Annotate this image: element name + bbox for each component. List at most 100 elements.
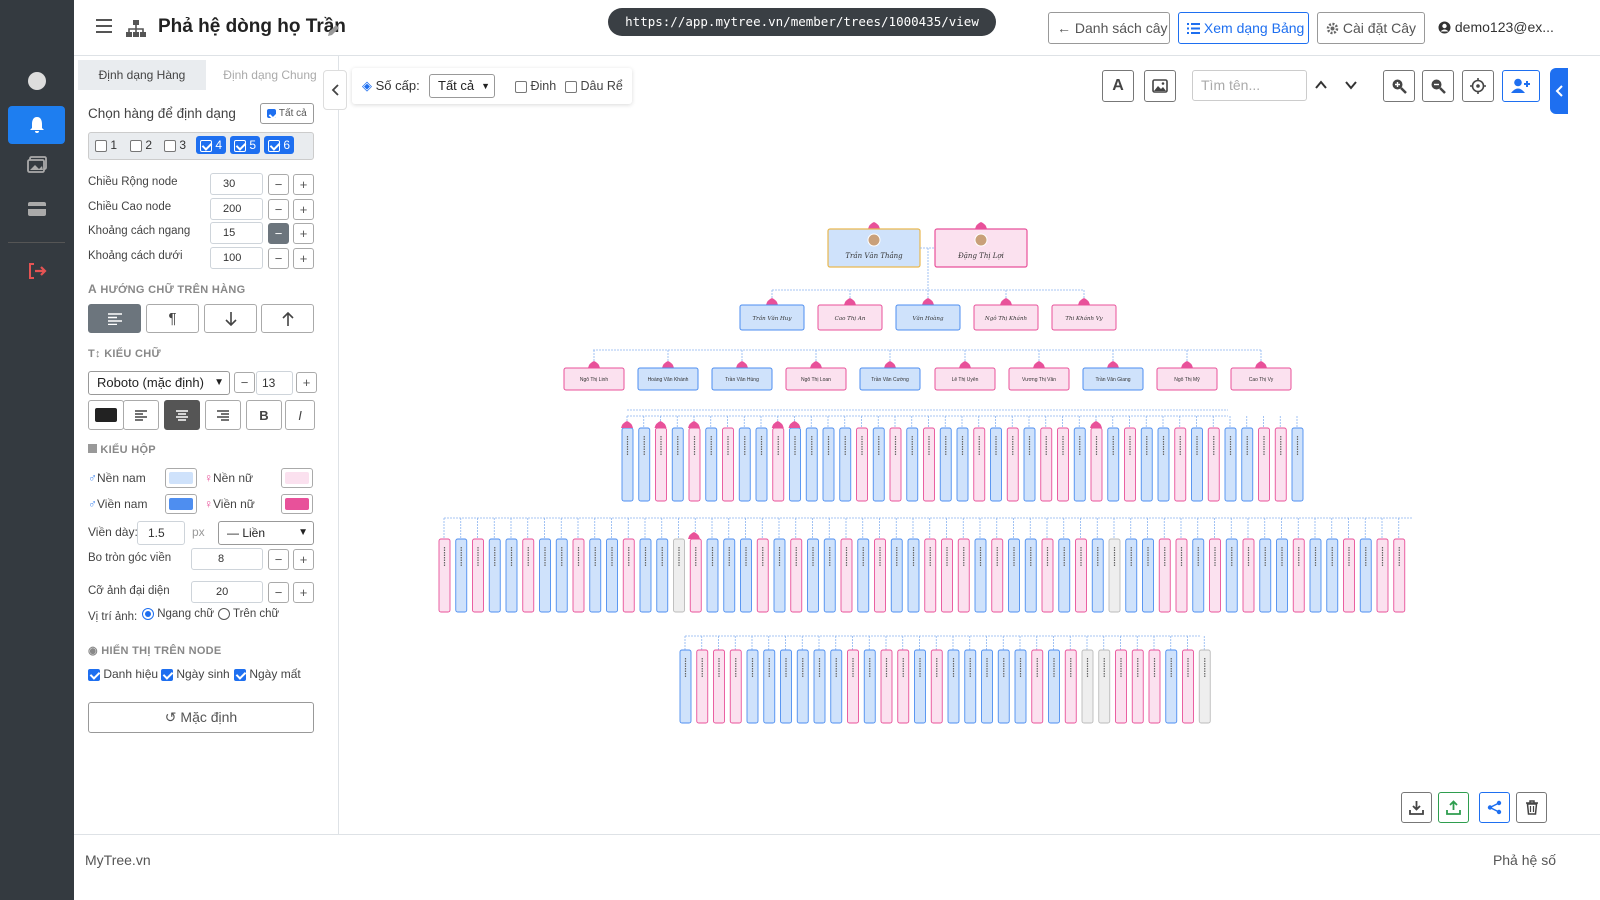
tree-node[interactable] xyxy=(1073,427,1086,502)
row-level-5-checkbox[interactable] xyxy=(234,139,246,152)
italic-button[interactable]: I xyxy=(285,400,315,430)
tree-node[interactable] xyxy=(923,427,935,502)
tree-node[interactable] xyxy=(1115,649,1127,724)
font-size-input[interactable]: 13 xyxy=(256,371,293,395)
tree-node[interactable] xyxy=(863,649,876,724)
tree-node[interactable] xyxy=(1393,538,1406,613)
tree-node[interactable] xyxy=(539,538,551,613)
sidebar-logout-icon[interactable] xyxy=(8,252,65,290)
row-level-6[interactable]: 6 xyxy=(264,136,295,154)
tree-node[interactable] xyxy=(1006,427,1019,502)
tree-node[interactable] xyxy=(656,538,669,613)
tree-node[interactable] xyxy=(830,649,843,724)
tree-node[interactable] xyxy=(1148,649,1161,724)
tree-node[interactable] xyxy=(957,538,970,613)
select-all-button[interactable]: Tất cả xyxy=(260,103,314,124)
tree-node[interactable] xyxy=(722,427,734,502)
node-width-increase[interactable]: + xyxy=(293,174,314,195)
avatar-size-decrease[interactable]: − xyxy=(268,582,289,603)
tree-node[interactable] xyxy=(956,427,969,502)
tree-node[interactable] xyxy=(472,538,484,613)
tree-node[interactable] xyxy=(847,649,859,724)
tree-node[interactable] xyxy=(455,538,468,613)
search-next-icon[interactable] xyxy=(1344,78,1358,92)
tree-node[interactable] xyxy=(907,538,920,613)
tree-node[interactable] xyxy=(755,427,768,502)
male-bg-swatch[interactable] xyxy=(165,468,197,488)
reset-default-button[interactable]: ↺ Mặc định xyxy=(88,702,314,733)
search-input[interactable]: Tìm tên... xyxy=(1192,70,1307,101)
tree-node[interactable] xyxy=(572,538,585,613)
tree-node[interactable] xyxy=(1081,649,1094,724)
tree-node[interactable] xyxy=(1023,427,1036,502)
bottom-gap-input[interactable]: 100 xyxy=(210,247,263,269)
show-title-checkbox[interactable] xyxy=(88,668,100,681)
tree-node[interactable] xyxy=(859,367,921,391)
bottom-gap-decrease[interactable]: − xyxy=(268,248,289,269)
tree-node[interactable] xyxy=(740,538,752,613)
tree-node[interactable] xyxy=(1259,538,1272,613)
tree-node[interactable] xyxy=(637,367,699,391)
font-family-select[interactable]: Roboto (mặc định)▼ xyxy=(88,371,230,395)
tree-node[interactable] xyxy=(1124,427,1136,502)
horizontal-gap-input[interactable]: 15 xyxy=(210,222,263,244)
tree-node[interactable] xyxy=(522,538,535,613)
tree-node[interactable] xyxy=(1058,538,1071,613)
download-button[interactable] xyxy=(1401,792,1432,823)
font-size-increase[interactable]: + xyxy=(296,372,317,393)
tree-node[interactable] xyxy=(705,427,718,502)
tree-node[interactable] xyxy=(1182,649,1194,724)
bottom-gap-increase[interactable]: + xyxy=(293,248,314,269)
inlaw-checkbox[interactable] xyxy=(565,80,577,93)
tree-node[interactable] xyxy=(805,427,818,502)
row-level-1-checkbox[interactable] xyxy=(95,139,107,152)
tree-node[interactable] xyxy=(1224,427,1237,502)
tree-node[interactable] xyxy=(639,538,652,613)
direction-down-button[interactable] xyxy=(204,304,257,333)
edit-pencil-icon[interactable] xyxy=(327,24,340,37)
tree-node[interactable] xyxy=(1064,649,1077,724)
tree-node[interactable] xyxy=(1207,427,1220,502)
tree-node[interactable] xyxy=(997,649,1010,724)
tree-node[interactable] xyxy=(991,538,1004,613)
node-height-decrease[interactable]: − xyxy=(268,199,289,220)
tree-node[interactable] xyxy=(1142,538,1154,613)
tree-settings-button[interactable]: Cài đặt Cây xyxy=(1317,12,1425,44)
tree-node[interactable] xyxy=(739,304,805,331)
photo-above-option[interactable]: Trên chữ xyxy=(218,608,279,620)
tree-node[interactable] xyxy=(1258,427,1270,502)
align-right-button[interactable] xyxy=(205,400,241,430)
tree-node[interactable] xyxy=(555,538,568,613)
tree-node[interactable] xyxy=(1048,649,1060,724)
show-death-checkbox[interactable] xyxy=(234,668,246,681)
inlaw-option[interactable]: Dâu Rể xyxy=(565,79,623,93)
show-birth-checkbox[interactable] xyxy=(161,668,173,681)
photo-above-radio[interactable] xyxy=(218,608,230,620)
tree-node[interactable] xyxy=(1108,538,1121,613)
show-title-option[interactable]: Danh hiệu xyxy=(88,667,158,681)
tree-node[interactable] xyxy=(924,538,937,613)
tree-node[interactable] xyxy=(438,538,451,613)
tree-node[interactable] xyxy=(1175,538,1188,613)
pin-checkbox[interactable] xyxy=(515,80,527,93)
direction-horizontal-button[interactable] xyxy=(88,304,141,333)
female-bg-swatch[interactable] xyxy=(281,468,313,488)
collapse-panel-button[interactable] xyxy=(323,70,347,110)
horizontal-gap-increase[interactable]: + xyxy=(293,223,314,244)
tree-node[interactable] xyxy=(606,538,618,613)
tree-node[interactable] xyxy=(981,649,993,724)
node-height-input[interactable]: 200 xyxy=(210,198,263,220)
border-style-select[interactable]: — Liền▼ xyxy=(218,521,314,545)
tree-node[interactable] xyxy=(1376,538,1389,613)
row-level-2[interactable]: 2 xyxy=(130,138,152,152)
tree-node[interactable] xyxy=(1082,367,1144,391)
tree-node[interactable] xyxy=(1140,427,1153,502)
row-level-3[interactable]: 3 xyxy=(164,138,186,152)
tree-node[interactable] xyxy=(1158,538,1171,613)
tree-node[interactable] xyxy=(1359,538,1372,613)
tab-general-format[interactable]: Định dạng Chung xyxy=(223,68,317,82)
tree-node[interactable] xyxy=(671,427,684,502)
row-level-2-checkbox[interactable] xyxy=(130,139,142,152)
menu-icon[interactable] xyxy=(96,19,112,33)
